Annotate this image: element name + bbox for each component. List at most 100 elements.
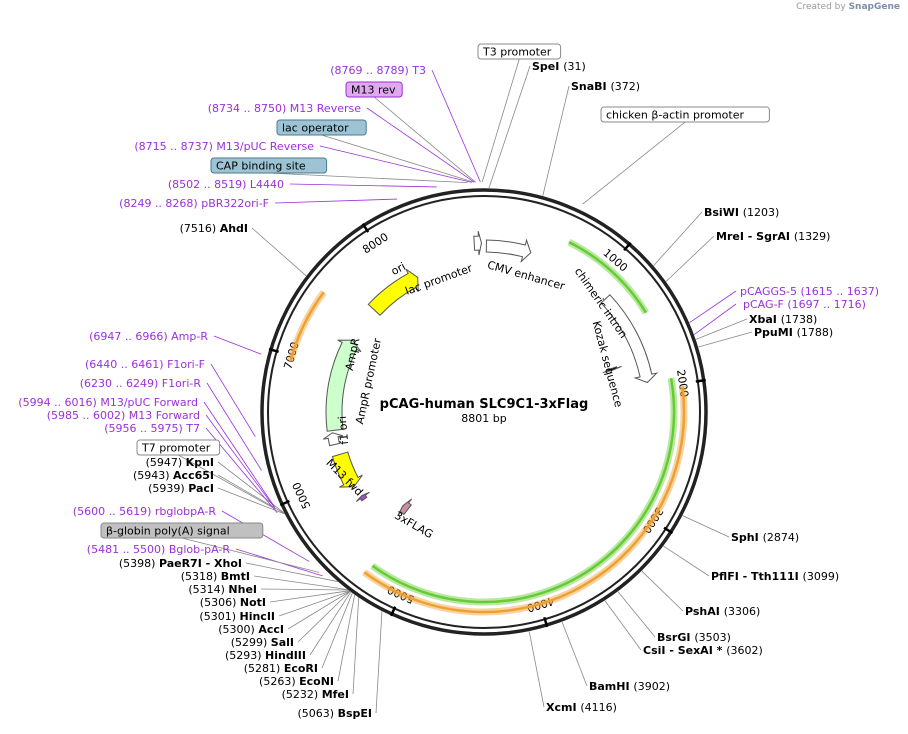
site-label-sphi: SphI (2874) [731, 531, 799, 544]
leader-line [663, 545, 710, 577]
backbone-inner-ring [267, 195, 701, 629]
site-label-xbai: XbaI (1738) [749, 313, 817, 326]
leader-line [309, 591, 352, 656]
primer-leader [319, 145, 472, 183]
feature-box [210, 157, 328, 174]
primer-label-l4440: (8502 .. 8519) L4440 [168, 178, 284, 191]
site-label-bsiwi: BsiWI (1203) [704, 206, 779, 219]
leader-line [278, 590, 350, 617]
primer-leader [221, 510, 310, 562]
leader-line [337, 594, 356, 682]
site-label-pshai: PshAI (3306) [685, 605, 760, 618]
primer-leader [431, 69, 481, 183]
feature-arc-glow [362, 385, 688, 616]
feature-marker [602, 365, 622, 374]
feature-box-label: T7 promoter [141, 442, 211, 455]
leader-line [641, 570, 684, 612]
primer-label-t3: (8769 .. 8789) T3 [330, 64, 426, 77]
leader-line [217, 487, 285, 515]
primer-leader [289, 183, 437, 188]
feature-box [136, 439, 221, 456]
feature-box-label: β-globin poly(A) signal [106, 525, 230, 538]
feature-arrow [485, 238, 532, 264]
primer-leader [366, 107, 475, 183]
box-leader [481, 58, 520, 183]
site-label-bspei: (5063) BspEI [298, 707, 373, 720]
primer-label-pcag-f: pCAG-F (1697 .. 1716) [743, 298, 866, 311]
box-leader [268, 172, 468, 183]
primer-label-f1ori-f: (6440 .. 6461) F1ori-F [85, 358, 205, 371]
site-label-acci: (5300) AccI [218, 623, 284, 636]
leader-line [297, 591, 351, 643]
primer-label-f1ori-r: (6230 .. 6249) F1ori-R [80, 377, 202, 390]
site-label-xcmi: XcmI (4116) [546, 701, 617, 714]
site-label-bsrgi: BsrGI (3503) [657, 631, 731, 644]
feature-box [276, 119, 367, 136]
primer-label-amp-r: (6947 .. 6966) Amp-R [89, 330, 208, 343]
tick-mark [695, 378, 706, 383]
leader-line [695, 318, 748, 340]
site-label-mrei-sgrai: MreI - SgrAI (1329) [716, 230, 830, 243]
site-label-ppumi: PpuMI (1788) [754, 326, 833, 339]
feature-arc-glow [287, 290, 327, 363]
primer-label-rbglobpa-r: (5600 .. 5619) rbglobpA-R [73, 505, 217, 518]
site-label-hindiii: (5293) HindIII [225, 649, 306, 662]
box-leader [178, 454, 276, 510]
leader-line [617, 591, 656, 638]
feature-marker [397, 498, 413, 517]
feature-box-label: chicken β-actin promoter [606, 109, 744, 122]
site-label-pflfi-tth111i: PflFI - Tth111I (3099) [711, 570, 839, 583]
feature-box-label: CAP binding site [216, 160, 306, 173]
feature-label: ori [389, 260, 408, 278]
plasmid-length: 8801 bp [461, 412, 506, 425]
site-label-bmti: (5318) BmtI [181, 570, 250, 583]
leader-line [321, 593, 353, 669]
feature-label: 3xFLAG [392, 509, 435, 541]
snapgene-logo: SnapGene [848, 2, 900, 12]
feature-box-label: T3 promoter [482, 46, 552, 59]
site-label-bamhi: BamHI (3902) [589, 680, 670, 693]
feature-arrow [325, 339, 362, 432]
credit-prefix: Created by [796, 2, 846, 12]
leader-line [698, 331, 753, 348]
leader-line [665, 235, 715, 282]
site-label-ahdi: (7516) AhdI [180, 222, 248, 235]
feature-arrow [600, 294, 659, 384]
primer-leader [213, 335, 262, 355]
leader-line [653, 211, 703, 266]
site-label-noti: (5306) NotI [200, 596, 266, 609]
primer-leader [203, 401, 275, 508]
feature-arc [289, 291, 325, 362]
feature-arrow [367, 268, 419, 317]
feature-box [100, 522, 264, 539]
primer-label-bglob-pa-r: (5481 .. 5500) Bglob-pA-R [87, 543, 231, 556]
tick-mark [389, 606, 397, 617]
site-label-acc65i: (5943) Acc65I [133, 469, 214, 482]
feature-box-label: M13 rev [351, 84, 396, 97]
leader-line [352, 597, 360, 695]
feature-box-label: lac operator [282, 122, 349, 135]
site-label-sali: (5299) SalI [231, 636, 294, 649]
feature-box [477, 43, 562, 60]
feature-arc [363, 386, 686, 614]
box-leader [321, 134, 475, 183]
tick-mark [663, 526, 674, 535]
feature-box [600, 106, 770, 123]
leader-line [287, 591, 351, 630]
leader-line [251, 227, 307, 277]
primer-leader [206, 382, 262, 471]
tick-mark [543, 616, 549, 628]
feature-marker [355, 491, 370, 502]
primer-leader [210, 363, 256, 437]
feature-arc [371, 377, 676, 604]
site-label-kpni: (5947) KpnI [146, 456, 214, 469]
site-label-csii-sexai-: CsiI - SexAI * (3602) [643, 644, 763, 657]
tick-mark [268, 347, 279, 354]
tick-label: 5000 [290, 480, 313, 511]
feature-arrow [473, 230, 482, 256]
site-label-mfei: (5232) MfeI [282, 688, 349, 701]
primer-label-pcaggs-5: pCAGGS-5 (1615 .. 1637) [740, 285, 879, 298]
tick-label: 2000 [674, 369, 691, 399]
primer-leader [693, 303, 737, 335]
